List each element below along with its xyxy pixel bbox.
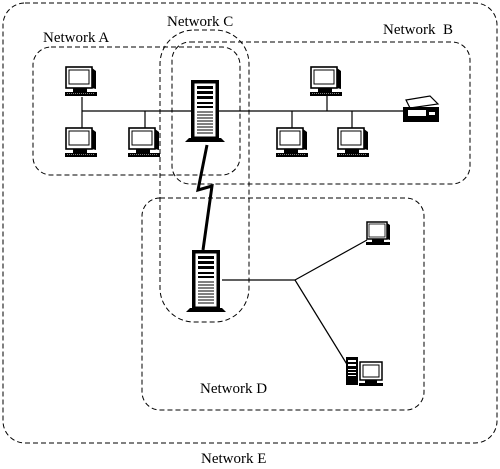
workstation-a2-icon	[64, 127, 98, 158]
workstation-a1-icon	[64, 66, 98, 97]
backbone-bus	[81, 96, 404, 128]
network-a-label: Network A	[43, 30, 109, 46]
network-e-label: Network E	[201, 451, 266, 467]
workstation-a3-icon	[127, 127, 161, 158]
workstation-d2-icon	[345, 356, 384, 387]
workstation-b3-icon	[336, 127, 370, 158]
network-b-label: Network B	[383, 22, 453, 38]
network-b-boundary	[171, 41, 471, 185]
network-d-label: Network D	[200, 381, 267, 397]
network-e-boundary	[2, 2, 498, 444]
network-a-boundary	[32, 46, 241, 176]
server-bottom-icon	[185, 249, 227, 313]
network-c-label: Network C	[167, 14, 233, 30]
workstation-b2-icon	[275, 127, 309, 158]
server-top-icon	[184, 79, 226, 143]
network-d-boundary	[141, 197, 425, 411]
workstation-d1-icon	[366, 221, 390, 245]
network-d-links	[222, 239, 368, 367]
network-c-boundary	[159, 29, 250, 323]
printer-icon	[403, 95, 440, 122]
wireless-link	[196, 144, 214, 251]
workstation-b1-icon	[309, 66, 343, 97]
